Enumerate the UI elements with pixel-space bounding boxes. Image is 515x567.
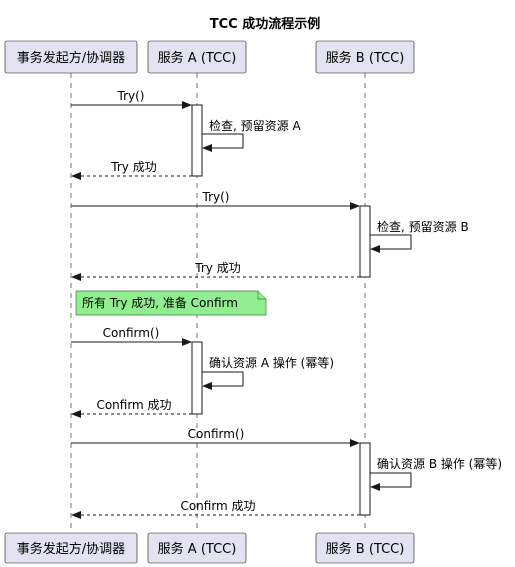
message-label: Try 成功 — [110, 160, 156, 174]
participant-coordinator-top: 事务发起方/协调器 — [4, 40, 138, 74]
self-message-confirm-a: 确认资源 A 操作 (幂等) — [202, 355, 334, 390]
message-confirm-to-service-a: Confirm() — [71, 326, 192, 346]
reply-try-success-a: Try 成功 — [71, 160, 192, 180]
message-label: Try 成功 — [194, 261, 240, 275]
reply-confirm-success-b: Confirm 成功 — [71, 499, 360, 519]
message-label: Confirm() — [103, 326, 160, 340]
activation-bar-a-try — [191, 104, 203, 177]
message-label: 检查, 预留资源 A — [209, 118, 301, 133]
reply-try-success-b: Try 成功 — [71, 261, 360, 281]
note-label: 所有 Try 成功, 准备 Confirm — [82, 296, 238, 310]
message-label: 确认资源 B 操作 (幂等) — [377, 456, 502, 471]
participant-service-a-top: 服务 A (TCC) — [147, 40, 247, 74]
note-all-try-success: 所有 Try 成功, 准备 Confirm — [75, 290, 267, 316]
reply-confirm-success-a: Confirm 成功 — [71, 398, 192, 418]
participant-label: 事务发起方/协调器 — [17, 50, 125, 66]
participant-service-b-top: 服务 B (TCC) — [315, 40, 415, 74]
message-label: 检查, 预留资源 B — [377, 219, 469, 234]
message-label: Try() — [117, 89, 145, 103]
self-message-confirm-b: 确认资源 B 操作 (幂等) — [370, 456, 502, 491]
message-label: Confirm 成功 — [180, 499, 255, 513]
message-confirm-to-service-b: Confirm() — [71, 427, 360, 447]
message-label: Confirm() — [188, 427, 245, 441]
message-try-to-service-a: Try() — [71, 89, 192, 109]
participant-label: 事务发起方/协调器 — [17, 541, 125, 557]
participant-label: 服务 B (TCC) — [326, 541, 405, 557]
participant-coordinator-bottom: 事务发起方/协调器 — [4, 532, 138, 564]
activation-bar-b-confirm — [359, 442, 371, 516]
participant-label: 服务 A (TCC) — [158, 50, 237, 66]
message-label: Confirm 成功 — [96, 398, 171, 412]
participant-label: 服务 B (TCC) — [326, 50, 405, 66]
self-message-reserve-b: 检查, 预留资源 B — [370, 219, 469, 253]
message-label: 确认资源 A 操作 (幂等) — [209, 355, 334, 370]
self-message-reserve-a: 检查, 预留资源 A — [202, 118, 301, 152]
participant-label: 服务 A (TCC) — [158, 541, 237, 557]
participant-service-b-bottom: 服务 B (TCC) — [315, 532, 415, 564]
activation-bar-a-confirm — [191, 341, 203, 415]
participant-service-a-bottom: 服务 A (TCC) — [147, 532, 247, 564]
message-try-to-service-b: Try() — [71, 190, 360, 210]
activation-bar-b-try — [359, 205, 371, 278]
message-label: Try() — [202, 190, 230, 204]
diagram-title: TCC 成功流程示例 — [210, 16, 320, 32]
